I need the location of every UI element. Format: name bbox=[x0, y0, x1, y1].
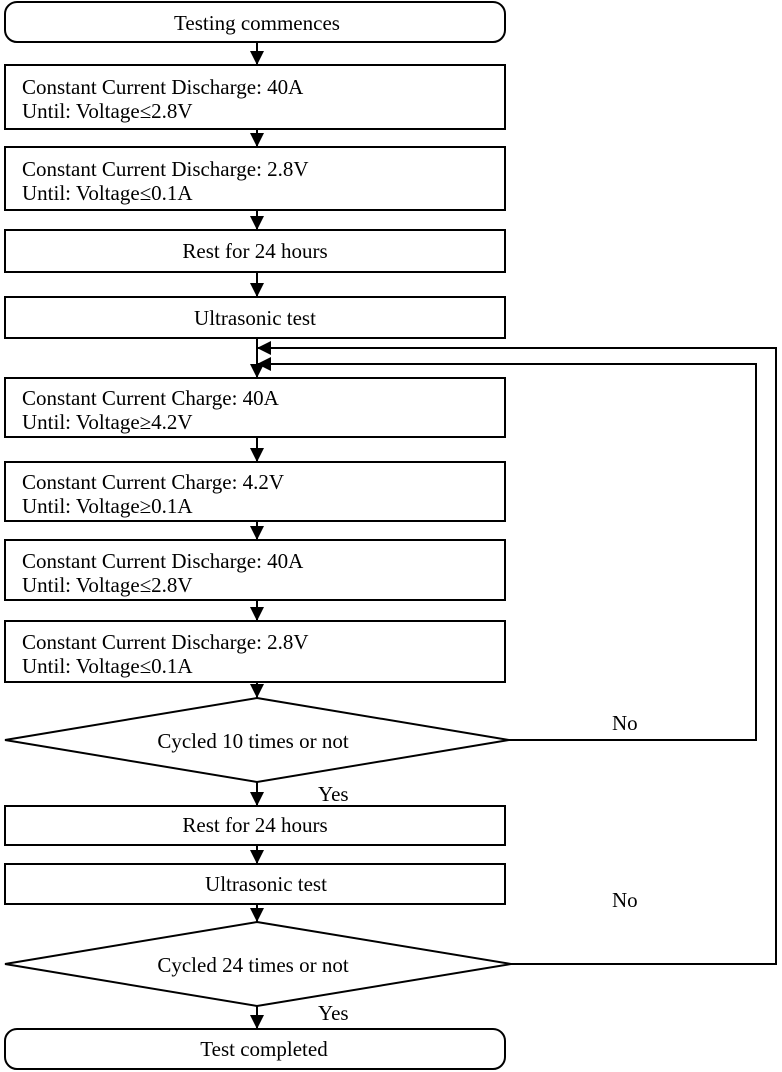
process-charge-40a bbox=[4, 377, 506, 438]
process-charge-4-2v bbox=[4, 461, 506, 522]
process-rest-24h-2 bbox=[4, 805, 506, 846]
process-discharge-40a-cycle bbox=[4, 539, 506, 601]
decision-cycled-10-yes: Yes bbox=[318, 782, 349, 806]
process-discharge-2-8v bbox=[4, 146, 506, 211]
process-discharge-40a-line2: Until: Voltage≤2.8V bbox=[22, 99, 193, 123]
process-discharge-40a bbox=[4, 64, 506, 130]
decision-cycled-24-no: No bbox=[612, 888, 638, 912]
process-discharge-40a-cycle-line2: Until: Voltage≤2.8V bbox=[22, 573, 193, 597]
process-discharge-40a-line1: Constant Current Discharge: 40A bbox=[22, 75, 304, 99]
process-discharge-2-8v-line2: Until: Voltage≤0.1A bbox=[22, 181, 193, 205]
decision-cycled-24-label: Cycled 24 times or not bbox=[157, 953, 348, 977]
process-ultrasonic-test-2 bbox=[4, 863, 506, 905]
process-discharge-2-8v-cycle-line2: Until: Voltage≤0.1A bbox=[22, 654, 193, 678]
process-rest-24h-2-label: Rest for 24 hours bbox=[182, 813, 327, 837]
decision-cycled-10-no: No bbox=[612, 711, 638, 735]
process-ultrasonic-test-label: Ultrasonic test bbox=[194, 306, 316, 330]
start-label: Testing commences bbox=[174, 11, 340, 35]
start-terminal bbox=[4, 1, 506, 43]
process-charge-40a-line2: Until: Voltage≥4.2V bbox=[22, 410, 193, 434]
end-label: Test completed bbox=[200, 1037, 328, 1061]
process-charge-40a-line1: Constant Current Charge: 40A bbox=[22, 386, 280, 410]
process-discharge-2-8v-cycle bbox=[4, 620, 506, 683]
process-discharge-2-8v-line1: Constant Current Discharge: 2.8V bbox=[22, 157, 309, 181]
process-rest-24h bbox=[4, 229, 506, 273]
loop-back-arrow-10 bbox=[257, 357, 757, 741]
decision-cycled-24-yes: Yes bbox=[318, 1001, 349, 1025]
process-charge-4-2v-line1: Constant Current Charge: 4.2V bbox=[22, 470, 284, 494]
loop-back-arrow-24 bbox=[257, 341, 777, 965]
process-ultrasonic-test bbox=[4, 296, 506, 339]
process-charge-4-2v-line2: Until: Voltage≥0.1A bbox=[22, 494, 193, 518]
process-discharge-2-8v-cycle-line1: Constant Current Discharge: 2.8V bbox=[22, 630, 309, 654]
process-rest-24h-label: Rest for 24 hours bbox=[182, 239, 327, 263]
decision-cycled-10-label: Cycled 10 times or not bbox=[157, 729, 348, 753]
end-terminal bbox=[4, 1028, 506, 1070]
process-discharge-40a-cycle-line1: Constant Current Discharge: 40A bbox=[22, 549, 304, 573]
process-ultrasonic-test-2-label: Ultrasonic test bbox=[205, 872, 327, 896]
